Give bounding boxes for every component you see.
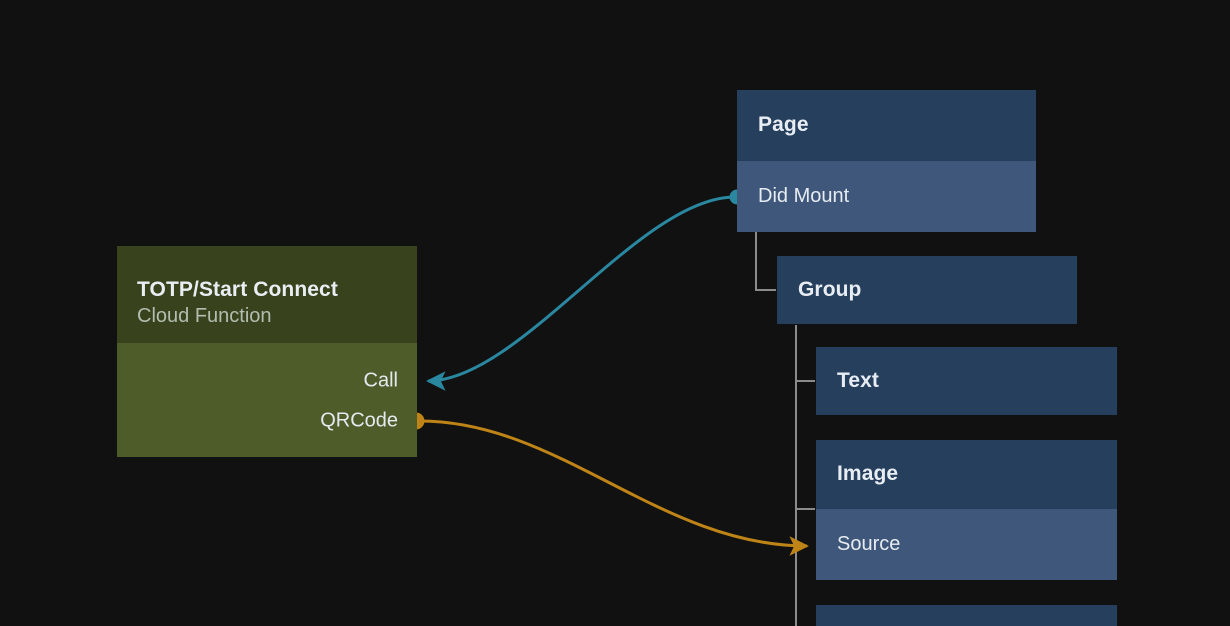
cloud-function-subtitle: Cloud Function [137,305,272,328]
port-call-label: Call [363,369,398,392]
node-group[interactable]: Group [777,256,1077,324]
page-header[interactable]: Page [737,90,1036,161]
node-text[interactable]: Text [816,347,1117,415]
page-property-did-mount[interactable]: Did Mount [737,161,1036,232]
node-page[interactable]: Page Did Mount [737,90,1036,232]
group-header[interactable]: Group [777,256,1077,324]
image-header[interactable]: Image [816,440,1117,509]
node-cloud-function[interactable]: TOTP/Start Connect Cloud Function Call Q… [117,246,417,457]
cloud-function-header: TOTP/Start Connect Cloud Function [117,246,417,343]
image-title: Image [837,462,899,486]
port-qrcode[interactable]: QRCode [320,410,398,433]
image-property-source[interactable]: Source [816,509,1117,580]
port-qrcode-label: QRCode [320,409,398,432]
partial-header[interactable] [816,605,1117,626]
node-partial-offscreen[interactable] [816,605,1117,626]
port-call[interactable]: Call [364,370,398,393]
cloud-function-title: TOTP/Start Connect [137,277,338,301]
image-property-source-label: Source [837,533,901,555]
page-title: Page [758,113,809,137]
edge-did-mount-to-call[interactable] [426,189,745,391]
text-title: Text [837,368,880,392]
cloud-function-body: Call QRCode [117,343,417,457]
text-header[interactable]: Text [816,347,1117,415]
edge-qrcode-to-source[interactable] [407,412,809,556]
node-image[interactable]: Image Source [816,440,1117,580]
page-property-did-mount-label: Did Mount [758,185,850,207]
group-title: Group [798,277,862,301]
